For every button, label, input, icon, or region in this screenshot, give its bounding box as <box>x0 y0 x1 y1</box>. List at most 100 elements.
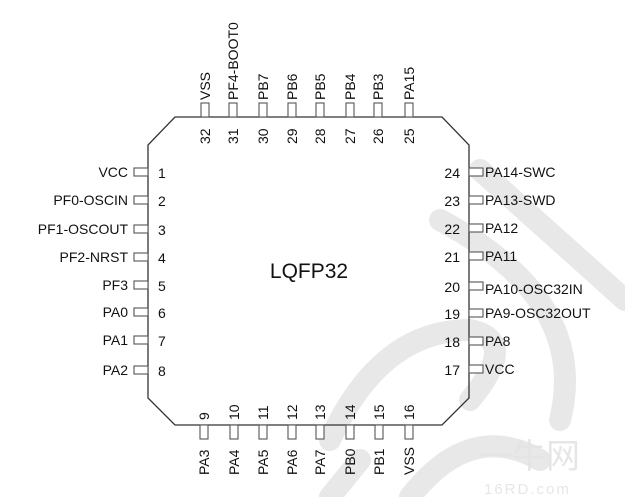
pin-name: PF0-OSCIN <box>53 192 128 208</box>
pin-number: 19 <box>444 306 460 322</box>
pin-pad <box>287 424 297 440</box>
pin-pad <box>404 102 414 118</box>
pin-4: PF2-NRST 4 <box>60 249 166 266</box>
pin-name: PB1 <box>371 448 387 475</box>
pin-pad <box>133 195 149 205</box>
watermark-site-en: 16RD.com <box>484 481 571 497</box>
pin-number: 7 <box>158 333 166 349</box>
pin-pad <box>468 336 484 346</box>
pin-3: PF1-OSCOUT 3 <box>38 221 166 238</box>
watermark-site-cn: 一牛网 <box>478 438 580 476</box>
pin-name: PB0 <box>342 448 358 475</box>
pin-name: PA7 <box>312 449 328 475</box>
pin-name: PA10-OSC32IN <box>485 281 583 297</box>
pin-name: PF1-OSCOUT <box>38 221 129 237</box>
pin-name: PB7 <box>255 73 271 100</box>
pin-pad <box>315 102 325 118</box>
pin-number: 18 <box>444 334 460 350</box>
pin-number: 22 <box>444 221 460 237</box>
pin-pad <box>258 102 268 118</box>
pin-number: 17 <box>444 362 460 378</box>
pin-name: PA4 <box>226 449 242 475</box>
pin-name: PA13-SWD <box>485 192 556 208</box>
pin-pad <box>228 102 238 118</box>
pin-number: 13 <box>312 404 328 420</box>
pin-number: 10 <box>226 404 242 420</box>
pin-name: PA8 <box>485 333 511 349</box>
pin-name: VSS <box>401 447 417 475</box>
pin-26: PB3 26 <box>370 73 386 144</box>
pin-number: 4 <box>158 250 166 266</box>
pin-number: 31 <box>225 128 241 144</box>
pin-name: PA5 <box>255 449 271 475</box>
pin-6: PA0 6 <box>103 304 166 321</box>
pin-number: 12 <box>284 404 300 420</box>
pin-number: 8 <box>158 363 166 379</box>
pin-number: 15 <box>371 404 387 420</box>
pin-name: PA6 <box>284 449 300 475</box>
pin-number: 29 <box>284 128 300 144</box>
pin-pad <box>133 365 149 375</box>
pin-pad <box>374 424 384 440</box>
pin-pad <box>468 251 484 261</box>
pin-number: 16 <box>401 404 417 420</box>
pin-pad <box>133 167 149 177</box>
pin-29: PB6 29 <box>284 73 300 144</box>
pin-name: PA2 <box>103 362 129 378</box>
pin-pad <box>133 252 149 262</box>
pin-pad <box>229 424 239 440</box>
pin-name: VCC <box>98 164 128 180</box>
pin-number: 2 <box>158 193 166 209</box>
pin-name: PB3 <box>370 73 386 100</box>
pin-pad <box>133 307 149 317</box>
pin-7: PA1 7 <box>103 332 166 349</box>
pin-pad <box>373 102 383 118</box>
pin-pad <box>468 308 484 318</box>
pin-pad <box>468 364 484 374</box>
pin-name: PF3 <box>102 277 128 293</box>
pin-pad <box>468 195 484 205</box>
watermark-graphic <box>319 159 625 497</box>
pin-pad <box>133 224 149 234</box>
pin-pad <box>404 424 414 440</box>
pin-pad <box>345 102 355 118</box>
pin-name: PA9-OSC32OUT <box>485 305 591 321</box>
pin-pad <box>133 280 149 290</box>
pin-name: PA1 <box>103 332 129 348</box>
pin-name: PB4 <box>342 73 358 100</box>
pin-name: PA11 <box>485 248 517 264</box>
pin-number: 28 <box>312 128 328 144</box>
pin-pad <box>468 167 484 177</box>
pin-number: 9 <box>196 412 212 420</box>
pin-number: 26 <box>370 128 386 144</box>
pin-number: 6 <box>158 305 166 321</box>
pin-pad <box>258 424 268 440</box>
pin-number: 23 <box>444 193 460 209</box>
pin-number: 30 <box>255 128 271 144</box>
pin-pad <box>287 102 297 118</box>
pin-name: PA0 <box>103 304 129 320</box>
pin-name: PB6 <box>284 73 300 100</box>
pin-pad <box>345 424 355 440</box>
pin-name: PA14-SWC <box>485 164 556 180</box>
pin-name: PA3 <box>196 449 212 475</box>
pin-number: 3 <box>158 222 166 238</box>
pin-name: PF2-NRST <box>60 249 129 265</box>
pin-pad <box>199 424 209 440</box>
